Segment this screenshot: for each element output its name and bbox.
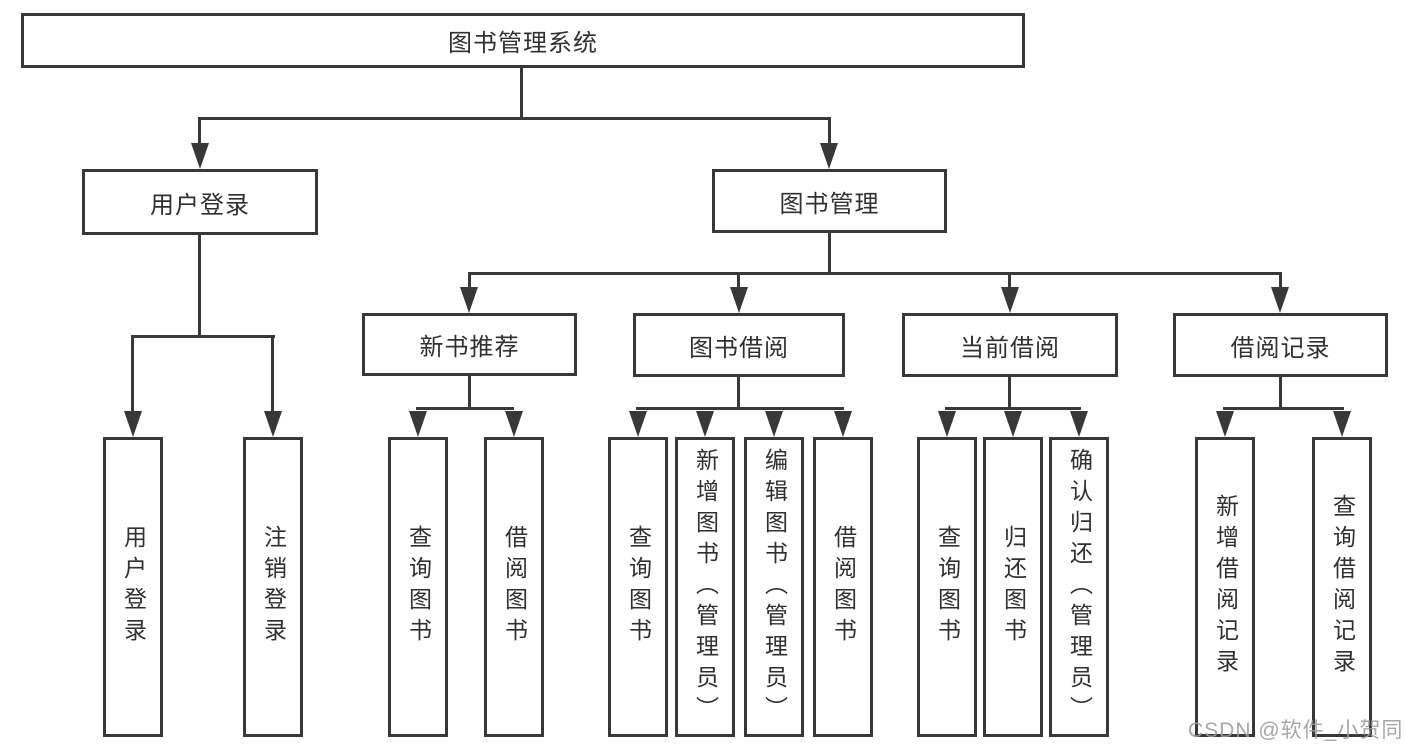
leaf-label: 新增图书（管理员） — [692, 447, 719, 727]
arrow-down-icon — [938, 411, 956, 437]
arrow-down-icon — [191, 143, 209, 169]
arrow-down-icon — [505, 411, 523, 437]
connector-line — [416, 407, 514, 410]
leaf-query-borrow-record: 查询借阅记录 — [1312, 437, 1372, 737]
arrow-down-icon — [264, 411, 282, 437]
leaf-label: 查询借阅记录 — [1329, 494, 1356, 680]
leaf-label: 查询图书 — [625, 525, 652, 649]
arrow-down-icon — [1333, 411, 1351, 437]
leaf-label: 注销登录 — [260, 525, 287, 649]
arrow-down-icon — [409, 411, 427, 437]
leaf-label: 新增借阅记录 — [1212, 494, 1239, 680]
connector-line — [468, 272, 1282, 275]
connector-line — [1008, 377, 1011, 410]
node-borrowing-records: 借阅记录 — [1173, 313, 1388, 377]
node-label: 当前借阅 — [960, 334, 1060, 362]
leaf-borrow-books-borrowing: 借阅图书 — [813, 437, 873, 737]
connector-line — [198, 117, 831, 120]
leaf-label: 用户登录 — [120, 525, 147, 649]
node-new-book-recommend: 新书推荐 — [362, 313, 577, 376]
connector-line — [468, 275, 471, 290]
node-current-borrowing: 当前借阅 — [902, 313, 1118, 377]
connector-line — [131, 338, 134, 414]
node-label: 图书借阅 — [689, 334, 789, 362]
arrow-down-icon — [1271, 287, 1289, 313]
connector-line — [737, 275, 740, 290]
csdn-watermark: CSDN @软件_小贺同学 — [1188, 719, 1405, 742]
leaf-label: 借阅图书 — [830, 525, 857, 649]
leaf-edit-books-admin: 编辑图书（管理员） — [744, 437, 804, 737]
connector-line — [271, 338, 274, 414]
arrow-down-icon — [765, 411, 783, 437]
arrow-down-icon — [124, 411, 142, 437]
leaf-query-books-current: 查询图书 — [917, 437, 977, 737]
node-library-management-system: 图书管理系统 — [21, 13, 1025, 68]
connector-line — [636, 407, 844, 410]
leaf-label: 查询图书 — [405, 525, 432, 649]
leaf-label: 借阅图书 — [501, 525, 528, 649]
connector-line — [198, 235, 201, 338]
leaf-query-books-recommend: 查询图书 — [388, 437, 448, 737]
node-book-borrowing: 图书借阅 — [633, 313, 845, 377]
node-label: 新书推荐 — [419, 334, 520, 361]
node-label: 图书管理系统 — [448, 30, 598, 57]
leaf-query-books-borrowing: 查询图书 — [608, 437, 668, 737]
node-user-login: 用户登录 — [82, 169, 318, 235]
connector-line — [1223, 407, 1344, 410]
leaf-return-books: 归还图书 — [983, 437, 1043, 737]
arrow-down-icon — [1216, 411, 1234, 437]
connector-line — [468, 376, 471, 410]
connector-line — [737, 377, 740, 410]
node-label: 图书管理 — [779, 190, 880, 218]
connector-line — [1008, 275, 1011, 290]
node-label: 用户登录 — [150, 191, 250, 219]
arrow-down-icon — [629, 411, 647, 437]
arrow-down-icon — [696, 411, 714, 437]
arrow-down-icon — [1001, 287, 1019, 313]
arrow-down-icon — [834, 411, 852, 437]
arrow-down-icon — [730, 287, 748, 313]
leaf-confirm-return-admin: 确认归还（管理员） — [1049, 437, 1109, 737]
node-book-management: 图书管理 — [712, 169, 947, 233]
leaf-user-login: 用户登录 — [103, 437, 163, 737]
arrow-down-icon — [1070, 411, 1088, 437]
leaf-add-borrow-record: 新增借阅记录 — [1195, 437, 1255, 737]
arrow-down-icon — [460, 287, 478, 313]
leaf-add-books-admin: 新增图书（管理员） — [675, 437, 735, 737]
leaf-label: 归还图书 — [1000, 525, 1027, 649]
connector-line — [945, 407, 1081, 410]
leaf-logout-login: 注销登录 — [243, 437, 303, 737]
leaf-label: 确认归还（管理员） — [1066, 447, 1093, 727]
leaf-label: 查询图书 — [934, 525, 961, 649]
connector-line — [1279, 275, 1282, 290]
connector-line — [131, 335, 275, 338]
leaf-borrow-books-recommend: 借阅图书 — [484, 437, 544, 737]
connector-line — [828, 233, 831, 275]
node-label: 借阅记录 — [1230, 334, 1331, 362]
leaf-label: 编辑图书（管理员） — [761, 447, 788, 727]
connector-line — [520, 68, 523, 120]
arrow-down-icon — [1004, 411, 1022, 437]
connector-line — [1279, 377, 1282, 410]
connector-line — [198, 120, 201, 146]
arrow-down-icon — [820, 143, 838, 169]
connector-line — [828, 120, 831, 146]
